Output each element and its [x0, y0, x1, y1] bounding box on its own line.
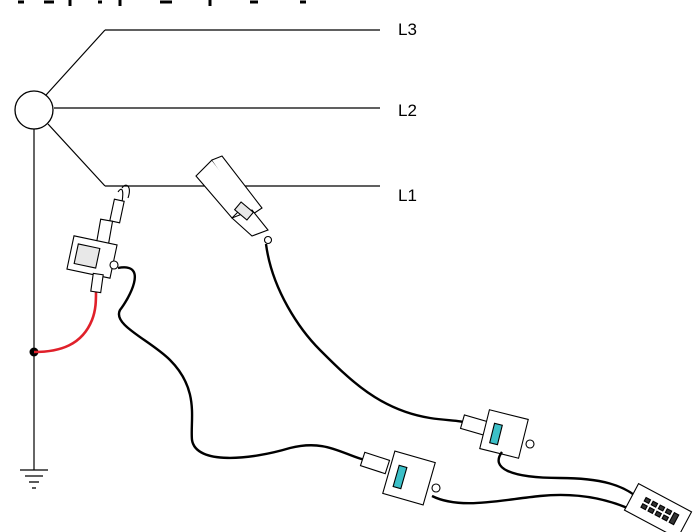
phase-label-l2: L2: [398, 101, 417, 120]
probe-cable: [117, 266, 376, 464]
current-clamp-icon: [195, 155, 273, 245]
sensor-adapter-icon: [459, 409, 535, 459]
phase-label-l3: L3: [398, 20, 417, 39]
handheld-meter-icon: [623, 482, 693, 532]
sensor-adapter-icon: [359, 450, 441, 506]
phase-line-l3: [45, 29, 380, 96]
ground-lead: [33, 291, 98, 354]
generator-circle-icon: [14, 90, 54, 130]
adapter2-cable: [497, 451, 641, 501]
clamp-cable: [264, 243, 471, 426]
ground-symbol-icon: [20, 469, 48, 489]
header-strip: [0, 0, 330, 6]
voltage-probe-icon: [66, 184, 130, 294]
phase-label-l1: L1: [398, 186, 417, 205]
adapter1-cable: [431, 493, 633, 512]
